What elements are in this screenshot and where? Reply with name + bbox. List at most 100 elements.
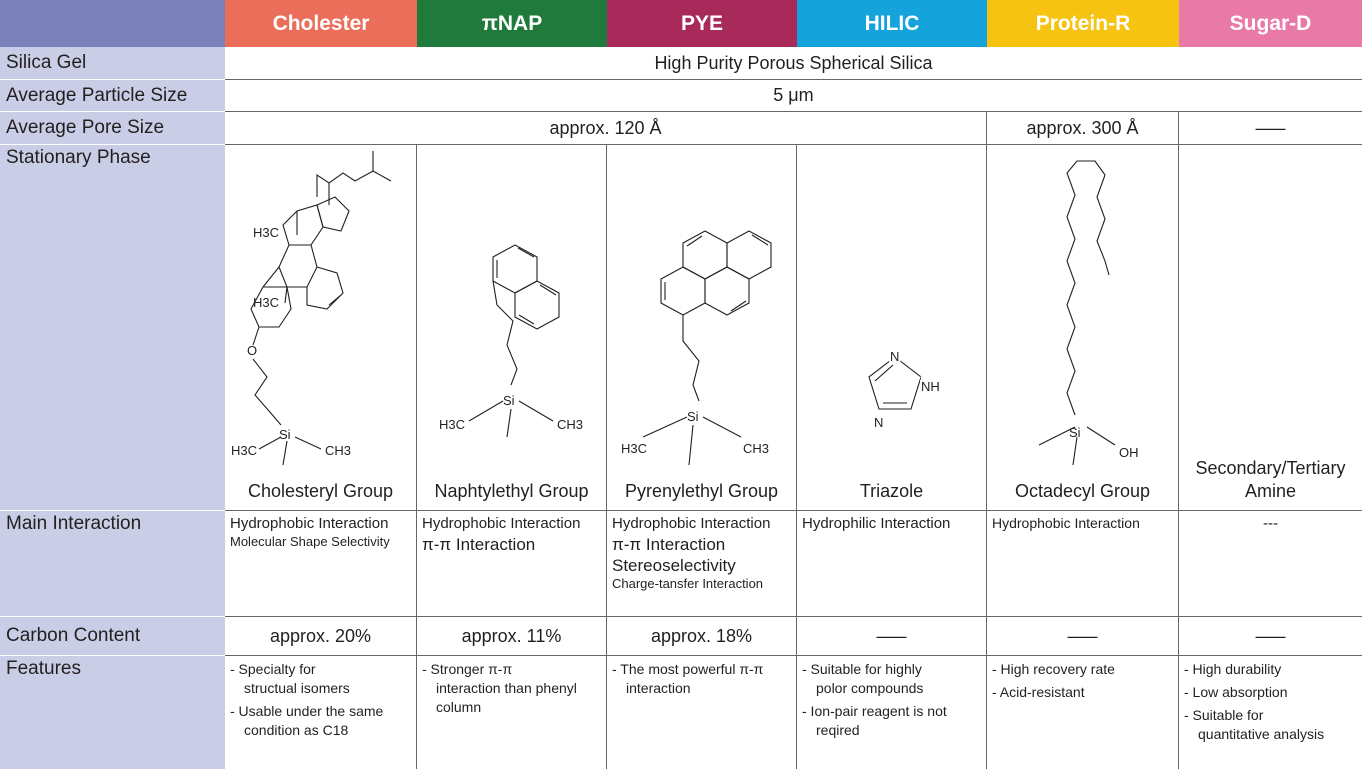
amine-line-2: Amine	[1244, 480, 1296, 501]
atom-label: CH3	[743, 441, 769, 456]
stationary-phase-name: Triazole	[859, 480, 924, 501]
atom-label: CH3	[325, 443, 351, 458]
interaction-item: Hydrophilic Interaction	[802, 515, 951, 532]
atom-label: Si	[1069, 425, 1081, 440]
row-label-pore-size: Average Pore Size	[0, 112, 225, 145]
features-protein-r: - High recovery rate - Acid-resistant	[987, 656, 1179, 769]
header-sugar-d: Sugar-D	[1179, 0, 1362, 47]
svg-text:CH3: CH3	[557, 417, 583, 432]
row-label-particle-size: Average Particle Size	[0, 80, 225, 112]
stationary-phase-triazole: N NH N Triazole	[797, 145, 987, 511]
pore-size-120: approx. 120 Å	[225, 112, 987, 145]
atom-label: H3C	[439, 417, 465, 432]
interaction-item: Hydrophobic Interaction	[612, 515, 771, 532]
atom-label: OH	[1119, 445, 1139, 460]
main-interaction-hilic: Hydrophilic Interaction	[797, 511, 987, 617]
svg-text:H3C: H3C	[253, 225, 279, 240]
pore-size-300: approx. 300 Å	[987, 112, 1179, 145]
octadecyl-structure: Si OH	[1038, 160, 1139, 466]
atom-label: H3C	[231, 443, 257, 458]
row-label-stationary-phase: Stationary Phase	[0, 145, 225, 511]
amine-line-1: Secondary/Tertiary	[1195, 458, 1346, 478]
svg-text:O: O	[247, 343, 257, 358]
header-pye: PYE	[607, 0, 797, 47]
stationary-phase-cholesteryl: H3C H3C O Si H3C CH3 Cholesteryl Group	[225, 145, 417, 511]
triazole-structure: N NH N	[868, 347, 942, 432]
silica-gel-value: High Purity Porous Spherical Silica	[225, 47, 1362, 80]
interaction-item: Hydrophobic Interaction	[230, 515, 389, 532]
svg-text:Si: Si	[279, 427, 291, 442]
interaction-item: π-π Interaction	[612, 534, 726, 554]
stationary-phase-name: Cholesteryl Group	[247, 480, 394, 501]
atom-label: CH3	[557, 417, 583, 432]
feature-item: - High recovery rate	[992, 661, 1115, 677]
atom-label: H3C	[253, 295, 279, 310]
row-label-carbon-content: Carbon Content	[0, 617, 225, 656]
main-interaction-protein-r: Hydrophobic Interaction	[987, 511, 1179, 617]
atom-label: H3C	[253, 225, 279, 240]
svg-text:N: N	[874, 415, 883, 430]
feature-item: - Acid-resistant	[992, 683, 1085, 700]
svg-text:N: N	[890, 349, 899, 364]
row-label-silica-gel: Silica Gel	[0, 47, 225, 80]
feature-item: - High durability	[1184, 661, 1282, 677]
interaction-item: Molecular Shape Selectivity	[230, 533, 390, 549]
carbon-content-sugar-d: –––	[1179, 617, 1362, 656]
header-hilic: HILIC	[797, 0, 987, 47]
atom-label: O	[247, 343, 257, 358]
header-protein-r: Protein-R	[987, 0, 1179, 47]
naphtylethyl-structure: Si H3C CH3	[439, 244, 583, 438]
interaction-item: Hydrophobic Interaction	[422, 515, 581, 532]
pore-size-none: –––	[1179, 112, 1362, 145]
interaction-item: π-π Interaction	[422, 534, 536, 554]
atom-label: N	[890, 349, 899, 364]
row-label-features: Features	[0, 656, 225, 769]
carbon-content-pinap: approx. 11%	[417, 617, 607, 656]
main-interaction-cholester: Hydrophobic Interaction Molecular Shape …	[225, 511, 417, 617]
svg-text:Si: Si	[503, 393, 515, 408]
carbon-content-protein-r: –––	[987, 617, 1179, 656]
interaction-item: Charge-tansfer Interaction	[612, 576, 764, 592]
carbon-content-pye: approx. 18%	[607, 617, 797, 656]
atom-label: Si	[687, 409, 699, 424]
svg-text:Si: Si	[687, 409, 699, 424]
stationary-phase-name: Naphtylethyl Group	[434, 480, 589, 501]
svg-text:H3C: H3C	[253, 295, 279, 310]
particle-size-value: 5 μm	[225, 80, 1362, 112]
stationary-phase-name: Octadecyl Group	[1014, 480, 1151, 501]
svg-text:CH3: CH3	[743, 441, 769, 456]
stationary-phase-naphtylethyl: Si H3C CH3 Naphtylethyl Group	[417, 145, 607, 511]
atom-label: H3C	[621, 441, 647, 456]
header-corner	[0, 0, 225, 47]
svg-text:H3C: H3C	[439, 417, 465, 432]
stationary-phase-name: Secondary/Tertiary Amine	[1195, 457, 1345, 510]
main-interaction-pye: Hydrophobic Interaction π-π Interaction …	[607, 511, 797, 617]
header-cholester: Cholester	[225, 0, 417, 47]
main-interaction-pinap: Hydrophobic Interaction π-π Interaction	[417, 511, 607, 617]
feature-item: - Low absorption	[1184, 683, 1288, 700]
stationary-phase-octadecyl: Si OH Octadecyl Group	[987, 145, 1179, 511]
interaction-item: Hydrophobic Interaction	[992, 515, 1140, 531]
atom-label: NH	[921, 379, 940, 394]
main-interaction-sugar-d: ---	[1179, 511, 1362, 617]
stationary-phase-amine: Secondary/Tertiary Amine	[1179, 145, 1362, 511]
svg-text:H3C: H3C	[621, 441, 647, 456]
carbon-content-hilic: –––	[797, 617, 987, 656]
cholesteryl-structure: H3C H3C O Si H3C CH3	[231, 151, 392, 465]
stationary-phase-name: Pyrenylethyl Group	[624, 480, 779, 501]
svg-text:Si: Si	[1069, 425, 1081, 440]
svg-text:H3C: H3C	[231, 443, 257, 458]
interaction-item: ---	[1263, 515, 1278, 532]
